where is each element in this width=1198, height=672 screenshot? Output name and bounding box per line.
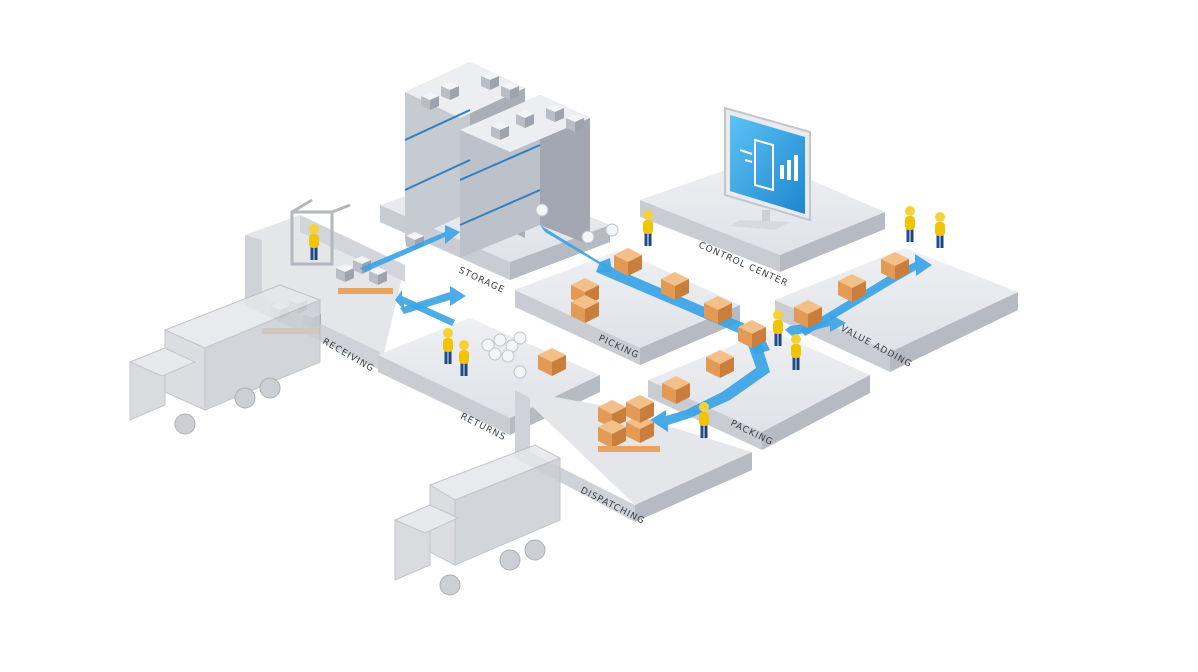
monitor-icon — [724, 106, 811, 230]
truck-dispatching — [393, 444, 562, 596]
truck-receiving — [128, 284, 322, 435]
returns-items — [481, 203, 619, 379]
storage-racks — [404, 62, 590, 258]
cartons — [538, 248, 909, 452]
forklift — [290, 198, 351, 266]
